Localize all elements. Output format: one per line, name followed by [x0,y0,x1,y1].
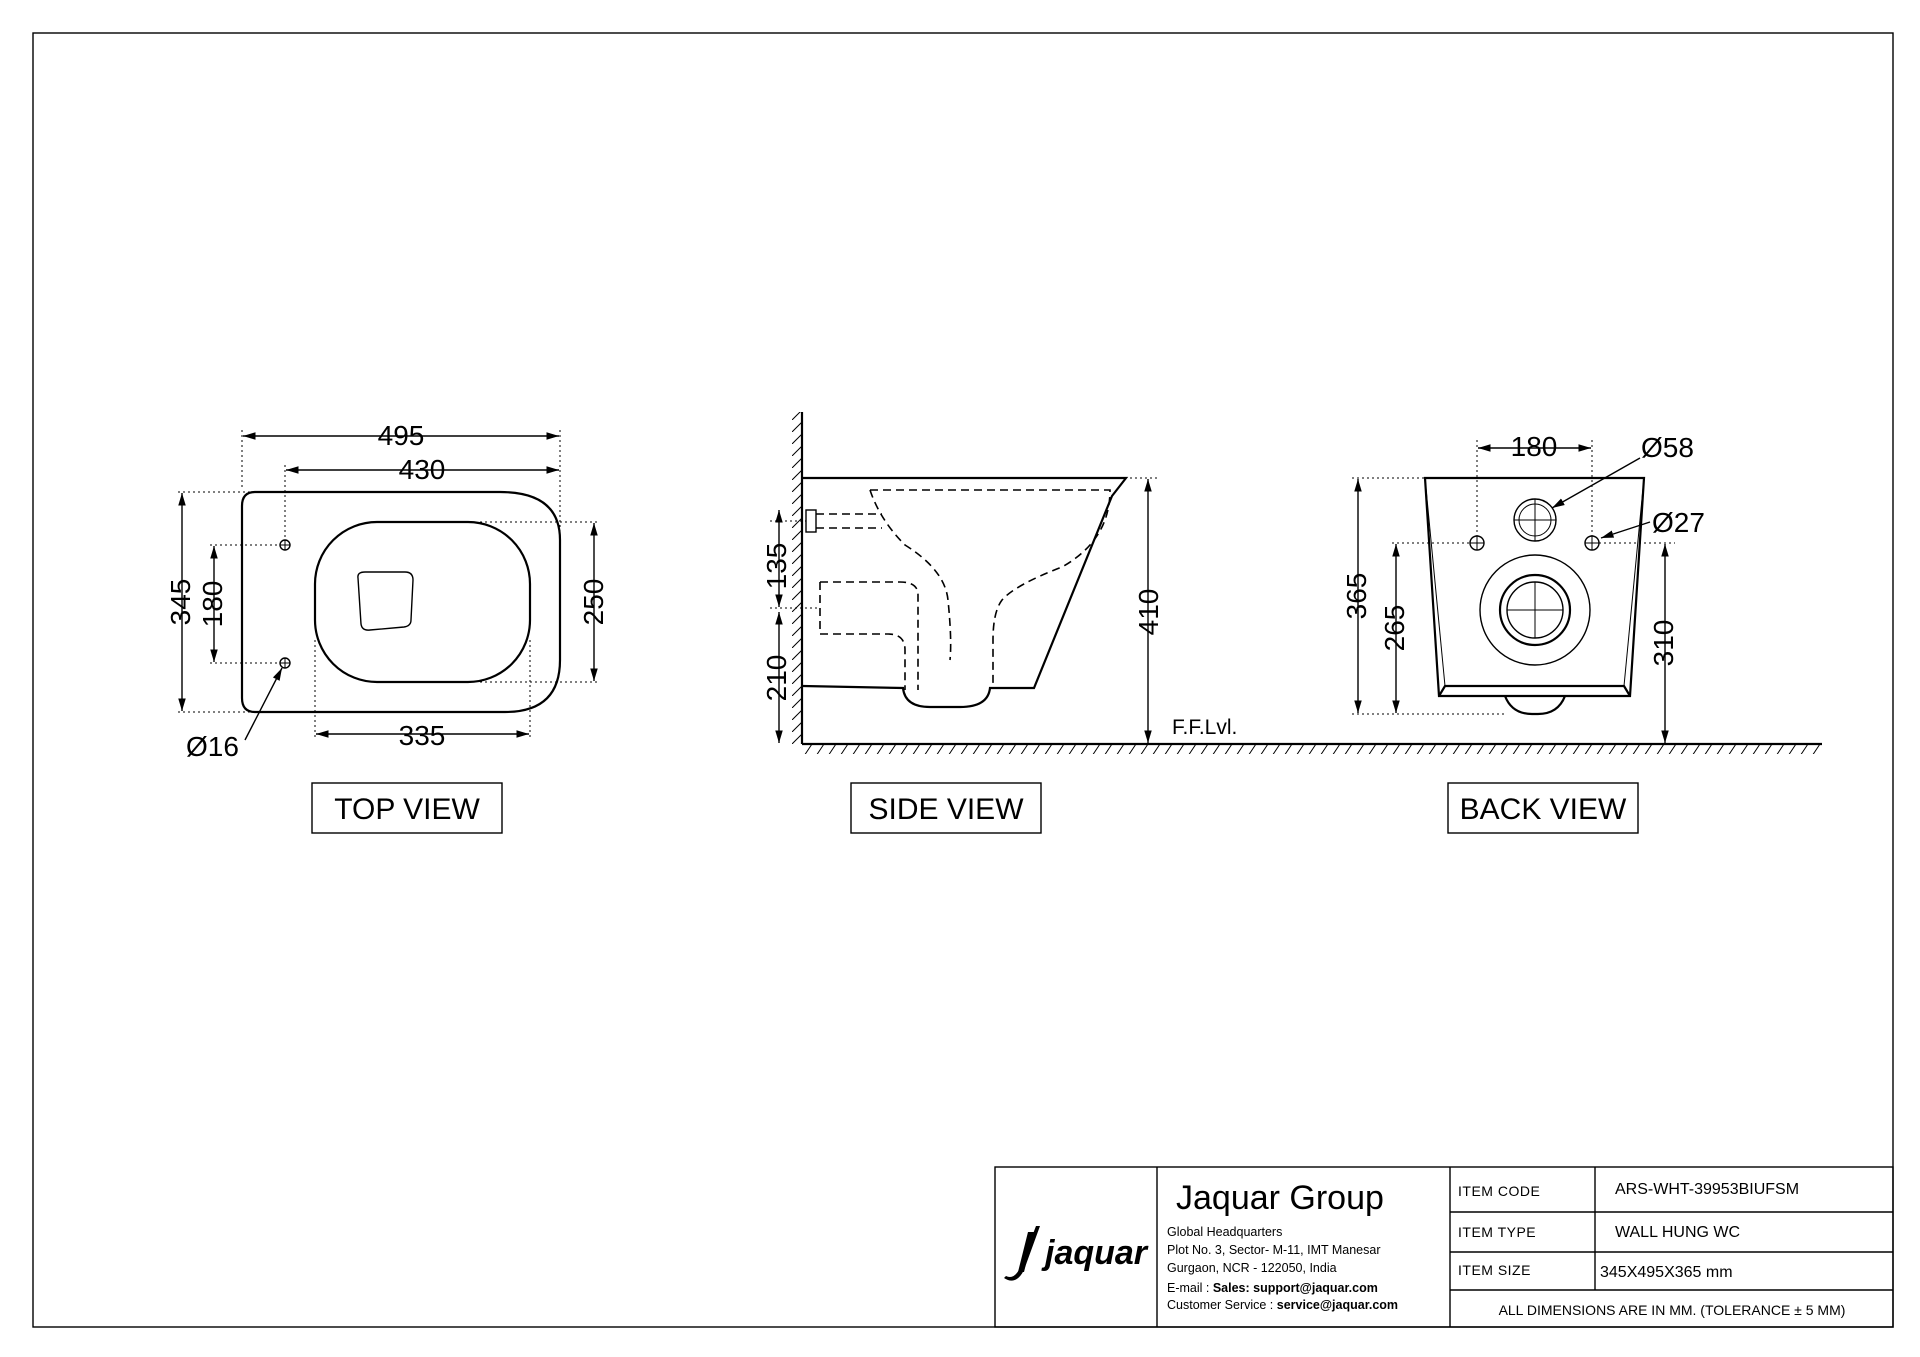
back-view-dim-180: 180 [1511,431,1558,462]
back-view-dim-365: 365 [1341,573,1372,620]
side-view-inlet-pipe [805,509,817,533]
top-view-fixing-hole-upper [279,539,291,551]
back-view-inlet [1513,498,1557,542]
side-view-label-box [850,782,1042,834]
side-view-wall-hatch [792,412,802,744]
top-view-dim-345: 345 [165,579,196,626]
back-view-fixing-hole-right [1584,535,1600,551]
address-line-3: Gurgaon, NCR - 122050, India [1167,1261,1337,1275]
top-view-bowl-rim [313,520,532,684]
back-view-dim-dia58: Ø58 [1641,432,1694,463]
address-line-2: Plot No. 3, Sector- M-11, IMT Manesar [1167,1243,1381,1257]
top-view-dim-430: 430 [399,454,446,485]
item-type-label: ITEM TYPE [1458,1224,1536,1240]
side-view-bowl-dashed [870,489,1111,688]
top-view-dim-180: 180 [197,581,228,628]
title-block: jaquar Jaquar Group Global Headquarters … [994,1166,1894,1328]
email-line: E-mail : Sales: support@jaquar.com [1167,1281,1378,1295]
top-view-label: TOP VIEW [334,793,480,826]
back-view-dim-310: 310 [1648,620,1679,667]
top-view-body-outline [240,490,562,714]
back-view-outlet [1479,554,1591,666]
jaquar-logo: jaquar [1004,1226,1149,1281]
back-view-label-box [1447,782,1639,834]
top-view-dim-250: 250 [578,579,609,626]
logo-wordmark: jaquar [1041,1234,1149,1272]
service-line: Customer Service : service@jaquar.com [1167,1298,1398,1312]
back-view: 180 Ø58 Ø27 365 265 310 BACK VIEW [1341,431,1705,834]
top-view-fixing-hole-lower [279,657,291,669]
side-view-dim-135: 135 [761,543,792,590]
side-view-dim-210: 210 [761,655,792,702]
address-line-1: Global Headquarters [1167,1225,1282,1239]
back-view-label: BACK VIEW [1460,793,1627,826]
company-name: Jaquar Group [1176,1179,1384,1217]
item-code-label: ITEM CODE [1458,1183,1540,1199]
side-view-label: SIDE VIEW [868,793,1024,826]
item-type-value: WALL HUNG WC [1615,1224,1740,1241]
back-view-dim-dia27: Ø27 [1652,507,1705,538]
top-view-dim-dia16: Ø16 [186,731,239,762]
back-view-fixing-hole-left [1469,535,1485,551]
floor-hatch [802,744,1822,754]
top-view-label-box [311,782,503,834]
item-size-label: ITEM SIZE [1458,1262,1531,1278]
top-view-dim-335: 335 [399,720,446,751]
dimensions-note: ALL DIMENSIONS ARE IN MM. (TOLERANCE ± 5… [1499,1302,1846,1318]
back-view-dim-265: 265 [1379,605,1410,652]
top-view-dim-495: 495 [378,420,425,451]
item-size-value: 345X495X365 mm [1600,1264,1733,1281]
item-code-value: ARS-WHT-39953BIUFSM [1615,1181,1799,1198]
top-view-flush-opening [357,571,414,631]
side-view-body-outline [802,476,1129,709]
side-view: 410 135 210 F.F.Lvl. SIDE VIEW [761,412,1822,834]
side-view-dim-410: 410 [1133,589,1164,636]
sheet-border [32,32,1894,1328]
top-view: 495 430 345 180 250 335 Ø16 TOP VIEW [165,420,609,834]
floor-level-label: F.F.Lvl. [1172,716,1237,739]
